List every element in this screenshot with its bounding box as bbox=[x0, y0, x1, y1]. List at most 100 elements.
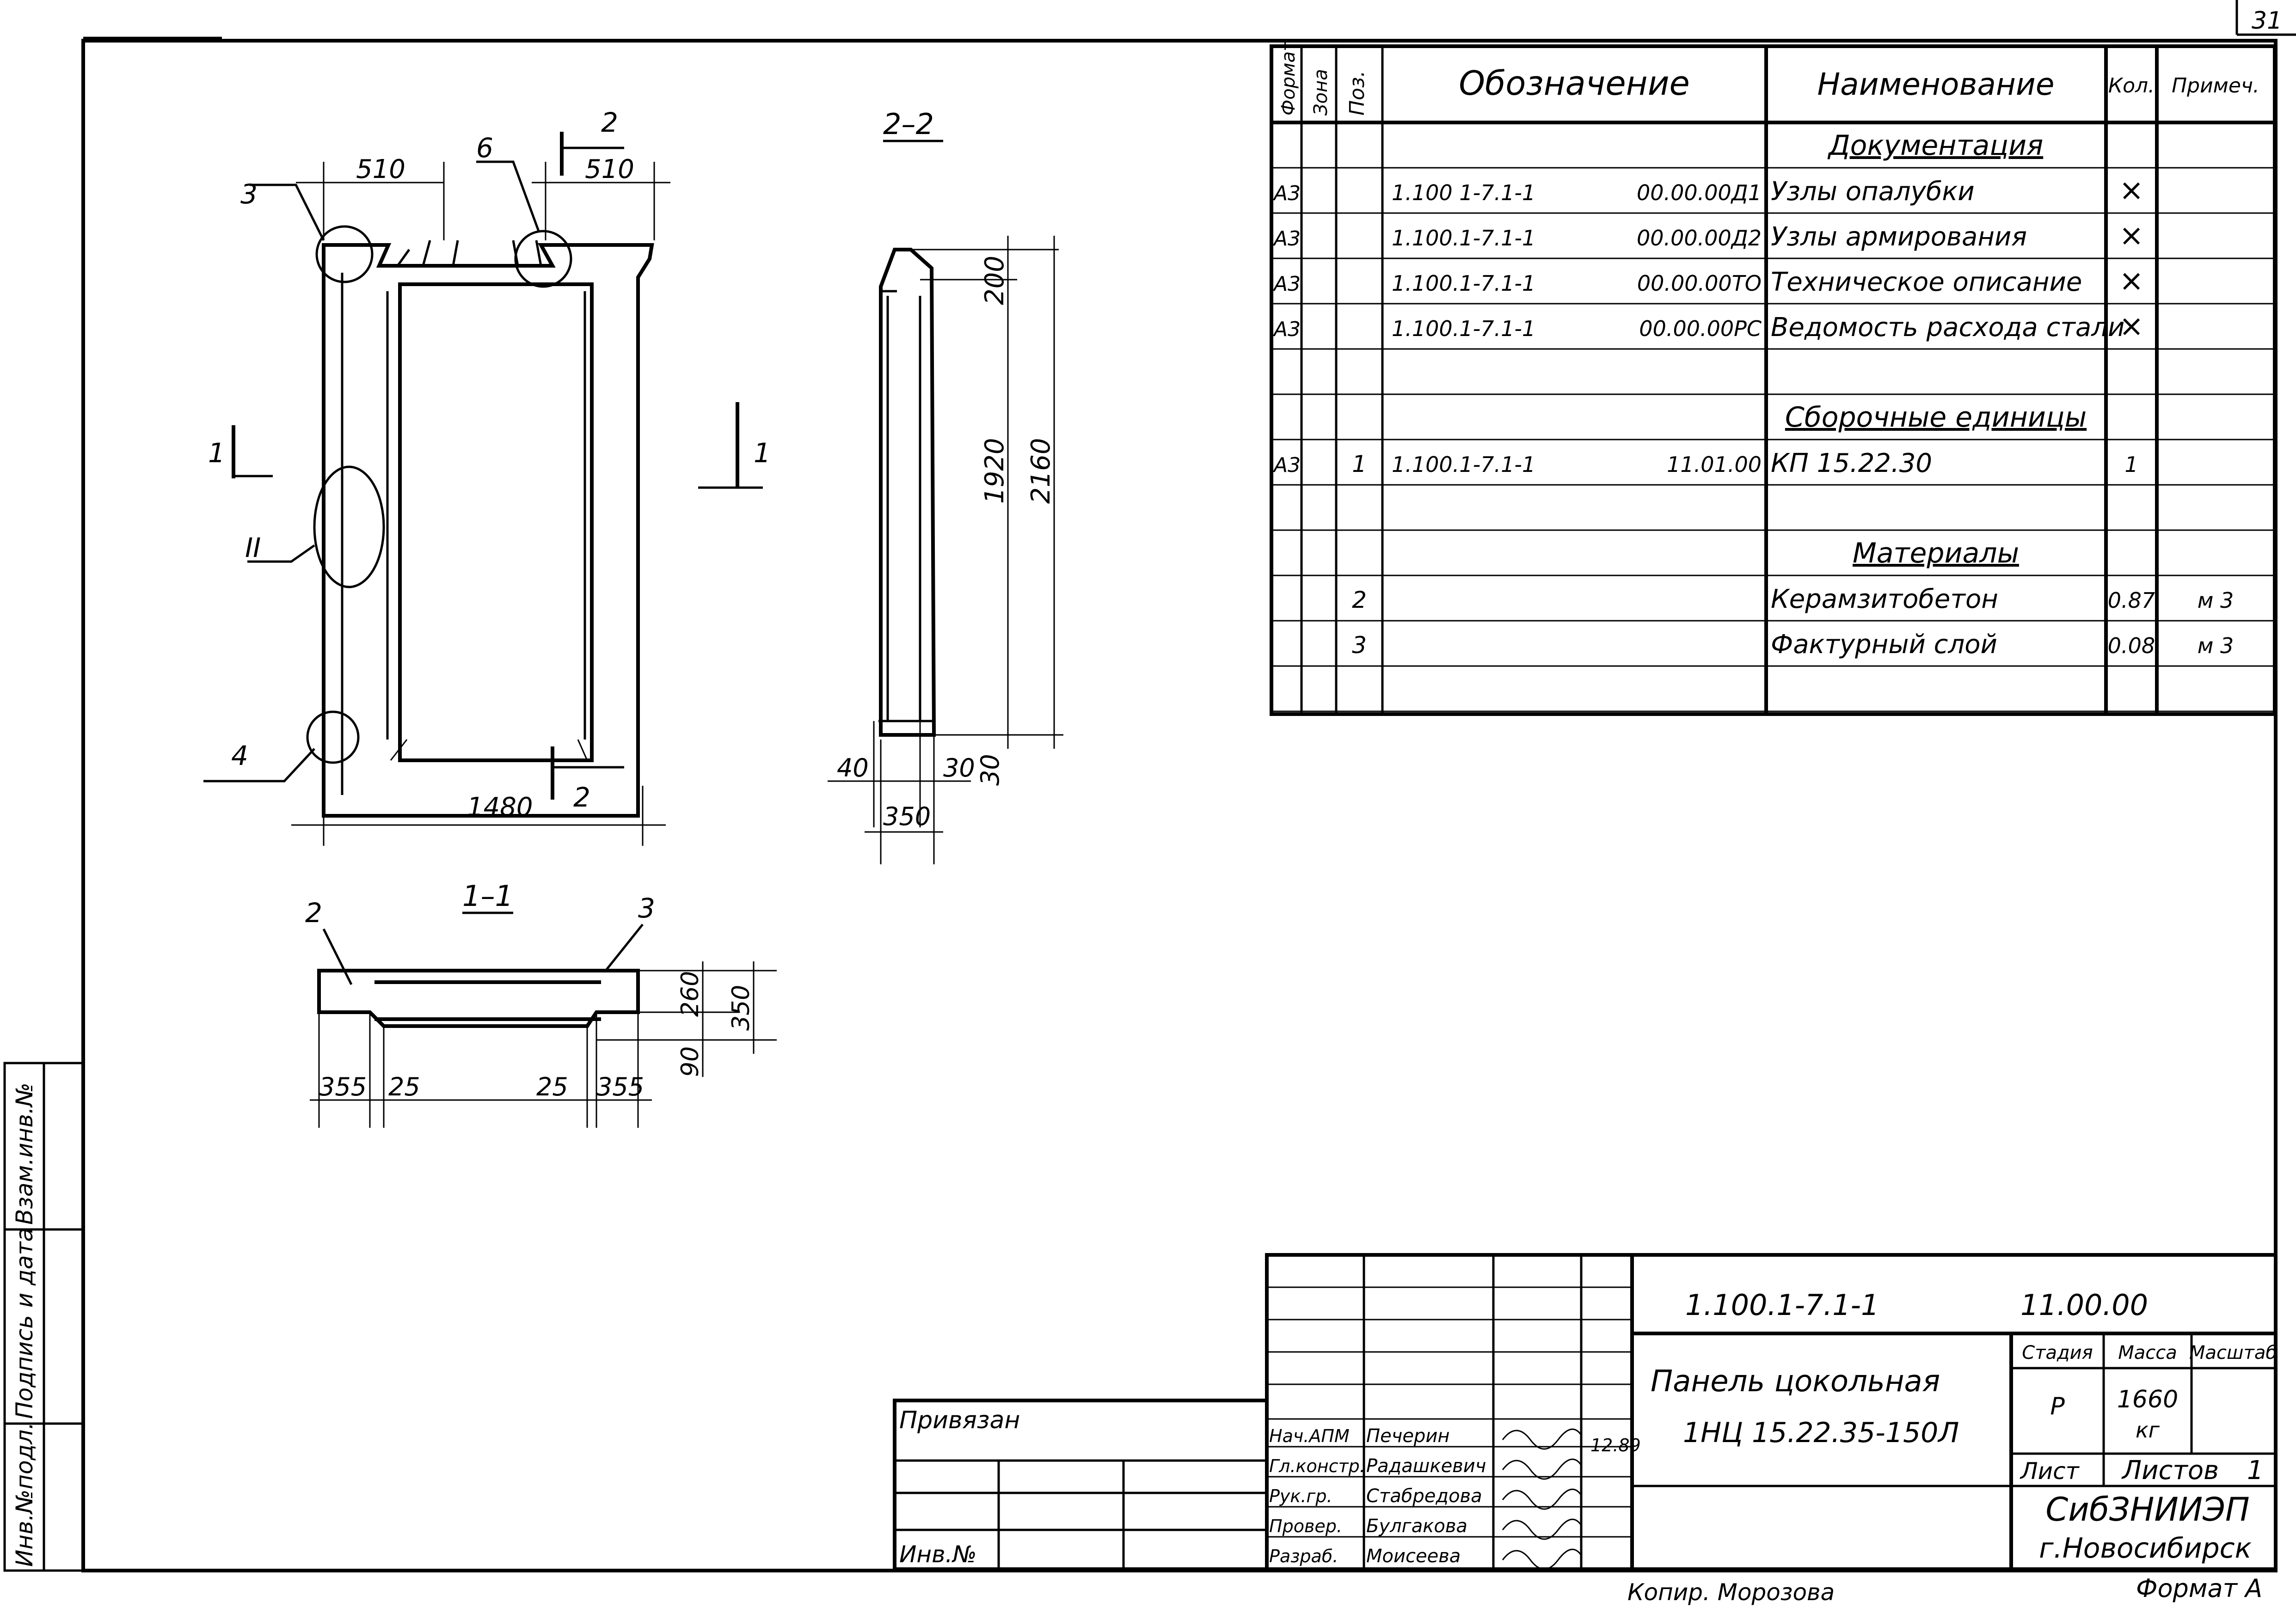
header-note: Примеч. bbox=[2172, 74, 2259, 98]
dim-40: 40 bbox=[837, 753, 869, 783]
section-2-2-label: 2–2 bbox=[883, 107, 934, 141]
side-stamp: Инв.№подл. Подпись и дата Взам.инв.№ bbox=[3, 1062, 85, 1572]
signature-name: Булгакова bbox=[1366, 1516, 1467, 1537]
dim-90: 90 bbox=[676, 1046, 704, 1077]
row-pos: 3 bbox=[1352, 632, 1367, 659]
section-heading: Материалы bbox=[1853, 537, 2019, 569]
handwritten-signature bbox=[1502, 1548, 1582, 1570]
row-format: А3 bbox=[1272, 182, 1301, 205]
dim-350-side: 350 bbox=[883, 802, 931, 831]
header-designation: Обозначение bbox=[1459, 64, 1690, 103]
handwritten-signature bbox=[1502, 1458, 1582, 1480]
callout-II: II bbox=[245, 532, 261, 563]
row-pos: 1 bbox=[1352, 451, 1367, 477]
row-name: Ведомость расхода стали bbox=[1771, 312, 2124, 342]
sheets-label: Листов bbox=[2121, 1455, 2219, 1486]
row-doc: 00.00.00РС bbox=[1639, 316, 1762, 341]
dim-350-sec: 350 bbox=[727, 985, 755, 1031]
dim-top-left: 510 bbox=[356, 154, 405, 184]
scale-label: Масштаб bbox=[2189, 1342, 2277, 1363]
section-2-2: 2–2 200 1920 2160 40 30 30 350 bbox=[828, 107, 1063, 864]
row-name: Узлы опалубки bbox=[1771, 177, 1975, 207]
row-doc: 11.01.00 bbox=[1667, 452, 1762, 477]
org-line1: СибЗНИИЭП bbox=[2045, 1491, 2249, 1529]
dim-355-left: 355 bbox=[319, 1072, 367, 1101]
section-heading: Сборочные единицы bbox=[1785, 401, 2087, 434]
header-qty: Кол. bbox=[2108, 74, 2155, 98]
title-block: Привязан Инв.№ 1.100.1-7.1-1 11.00.00 Па… bbox=[893, 1253, 2278, 1571]
signature-role: Нач.АПМ bbox=[1269, 1426, 1350, 1446]
row-qty: 0.08 bbox=[2108, 633, 2155, 658]
handwritten-signature bbox=[1502, 1488, 1582, 1510]
side-stamp-replaced-inv: Взам.инв.№ bbox=[11, 1082, 38, 1225]
dim-260: 260 bbox=[676, 971, 704, 1017]
page-number: 31 bbox=[2252, 7, 2282, 35]
handwritten-signature bbox=[1502, 1428, 1582, 1450]
signature-name: Радашкевич bbox=[1366, 1455, 1486, 1477]
mass-value: 1660 bbox=[2117, 1386, 2178, 1413]
section-label-3: 3 bbox=[638, 893, 655, 924]
sheet-label: Лист bbox=[2020, 1458, 2080, 1485]
row-format: А3 bbox=[1272, 453, 1301, 477]
row-code: 1.100.1-7.1-1 bbox=[1392, 316, 1535, 341]
front-view: 510 510 1480 3 6 2 1 1 II 4 2 bbox=[203, 107, 771, 846]
row-code: 1.100.1-7.1-1 bbox=[1392, 271, 1535, 296]
mass-label: Масса bbox=[2118, 1342, 2177, 1363]
signature-rows: Нач.АПМ ПечеринГл.констр.РадашкевичРук.гр… bbox=[1269, 1425, 1582, 1570]
row-name: Узлы армирования bbox=[1771, 222, 2027, 252]
row-note: м 3 bbox=[2198, 588, 2234, 613]
callout-1-right: 1 bbox=[754, 437, 771, 469]
row-doc: 00.00.00Д2 bbox=[1637, 226, 1762, 251]
signature-name: Стабредова bbox=[1366, 1486, 1482, 1507]
row-code: 1.100.1-7.1-1 bbox=[1392, 226, 1535, 251]
row-doc: 00.00.00ТО bbox=[1637, 271, 1762, 296]
row-format: А3 bbox=[1272, 227, 1301, 251]
dim-bottom: 1480 bbox=[467, 792, 533, 822]
row-qty: 0.87 bbox=[2108, 588, 2155, 613]
mass-unit: кг bbox=[2136, 1418, 2160, 1443]
org-line2: г.Новосибирск bbox=[2039, 1532, 2252, 1565]
signature-role: Разраб. bbox=[1269, 1546, 1338, 1566]
handwritten-signature bbox=[1502, 1518, 1582, 1540]
page-number-box: 31 bbox=[2235, 0, 2296, 36]
privyazan-label: Привязан bbox=[899, 1406, 1020, 1434]
dim-30b: 30 bbox=[976, 754, 1005, 786]
callout-2-top: 2 bbox=[601, 107, 618, 138]
callout-1-left: 1 bbox=[208, 437, 225, 469]
row-code: 1.100.1-7.1-1 bbox=[1392, 452, 1535, 477]
row-qty: × bbox=[2119, 264, 2144, 298]
dim-25-left: 25 bbox=[388, 1072, 420, 1101]
row-qty: × bbox=[2119, 309, 2144, 343]
row-name: Керамзитобетон bbox=[1771, 584, 1998, 614]
header-format: Формат bbox=[1278, 40, 1299, 116]
signature-role: Гл.констр. bbox=[1269, 1456, 1365, 1476]
format-label: Формат А bbox=[2136, 1574, 2262, 1603]
callout-2-bottom: 2 bbox=[573, 782, 590, 813]
row-name: Фактурный слой bbox=[1771, 630, 1997, 660]
section-1-1: 1–1 2 3 260 350 90 355 25 25 355 bbox=[305, 879, 777, 1128]
title-code: 1.100.1-7.1-1 bbox=[1685, 1288, 1879, 1322]
callout-6: 6 bbox=[476, 132, 493, 164]
section-heading: Документация bbox=[1827, 129, 2043, 162]
header-pos: Поз. bbox=[1345, 71, 1369, 116]
callout-4: 4 bbox=[231, 740, 248, 771]
date: 12.89 bbox=[1590, 1435, 1641, 1455]
side-stamp-signature-date: Подпись и дата bbox=[11, 1228, 38, 1419]
stage-label: Стадия bbox=[2022, 1342, 2093, 1363]
title-line1: Панель цокольная bbox=[1651, 1364, 1940, 1399]
signature-name: Печерин bbox=[1366, 1425, 1449, 1447]
row-name: Техническое описание bbox=[1771, 267, 2082, 297]
callout-3: 3 bbox=[240, 178, 258, 210]
row-doc: 00.00.00Д1 bbox=[1637, 180, 1762, 205]
copyist: Копир. Морозова bbox=[1627, 1579, 1835, 1606]
row-code: 1.100 1-7.1-1 bbox=[1392, 180, 1535, 205]
dim-1920: 1920 bbox=[980, 438, 1010, 504]
row-qty: × bbox=[2119, 173, 2144, 208]
row-name: КП 15.22.30 bbox=[1771, 448, 1932, 478]
row-note: м 3 bbox=[2198, 633, 2234, 658]
signature-role: Рук.гр. bbox=[1269, 1486, 1332, 1506]
inv-no-label: Инв.№ bbox=[899, 1541, 976, 1568]
row-qty: 1 bbox=[2124, 452, 2138, 477]
